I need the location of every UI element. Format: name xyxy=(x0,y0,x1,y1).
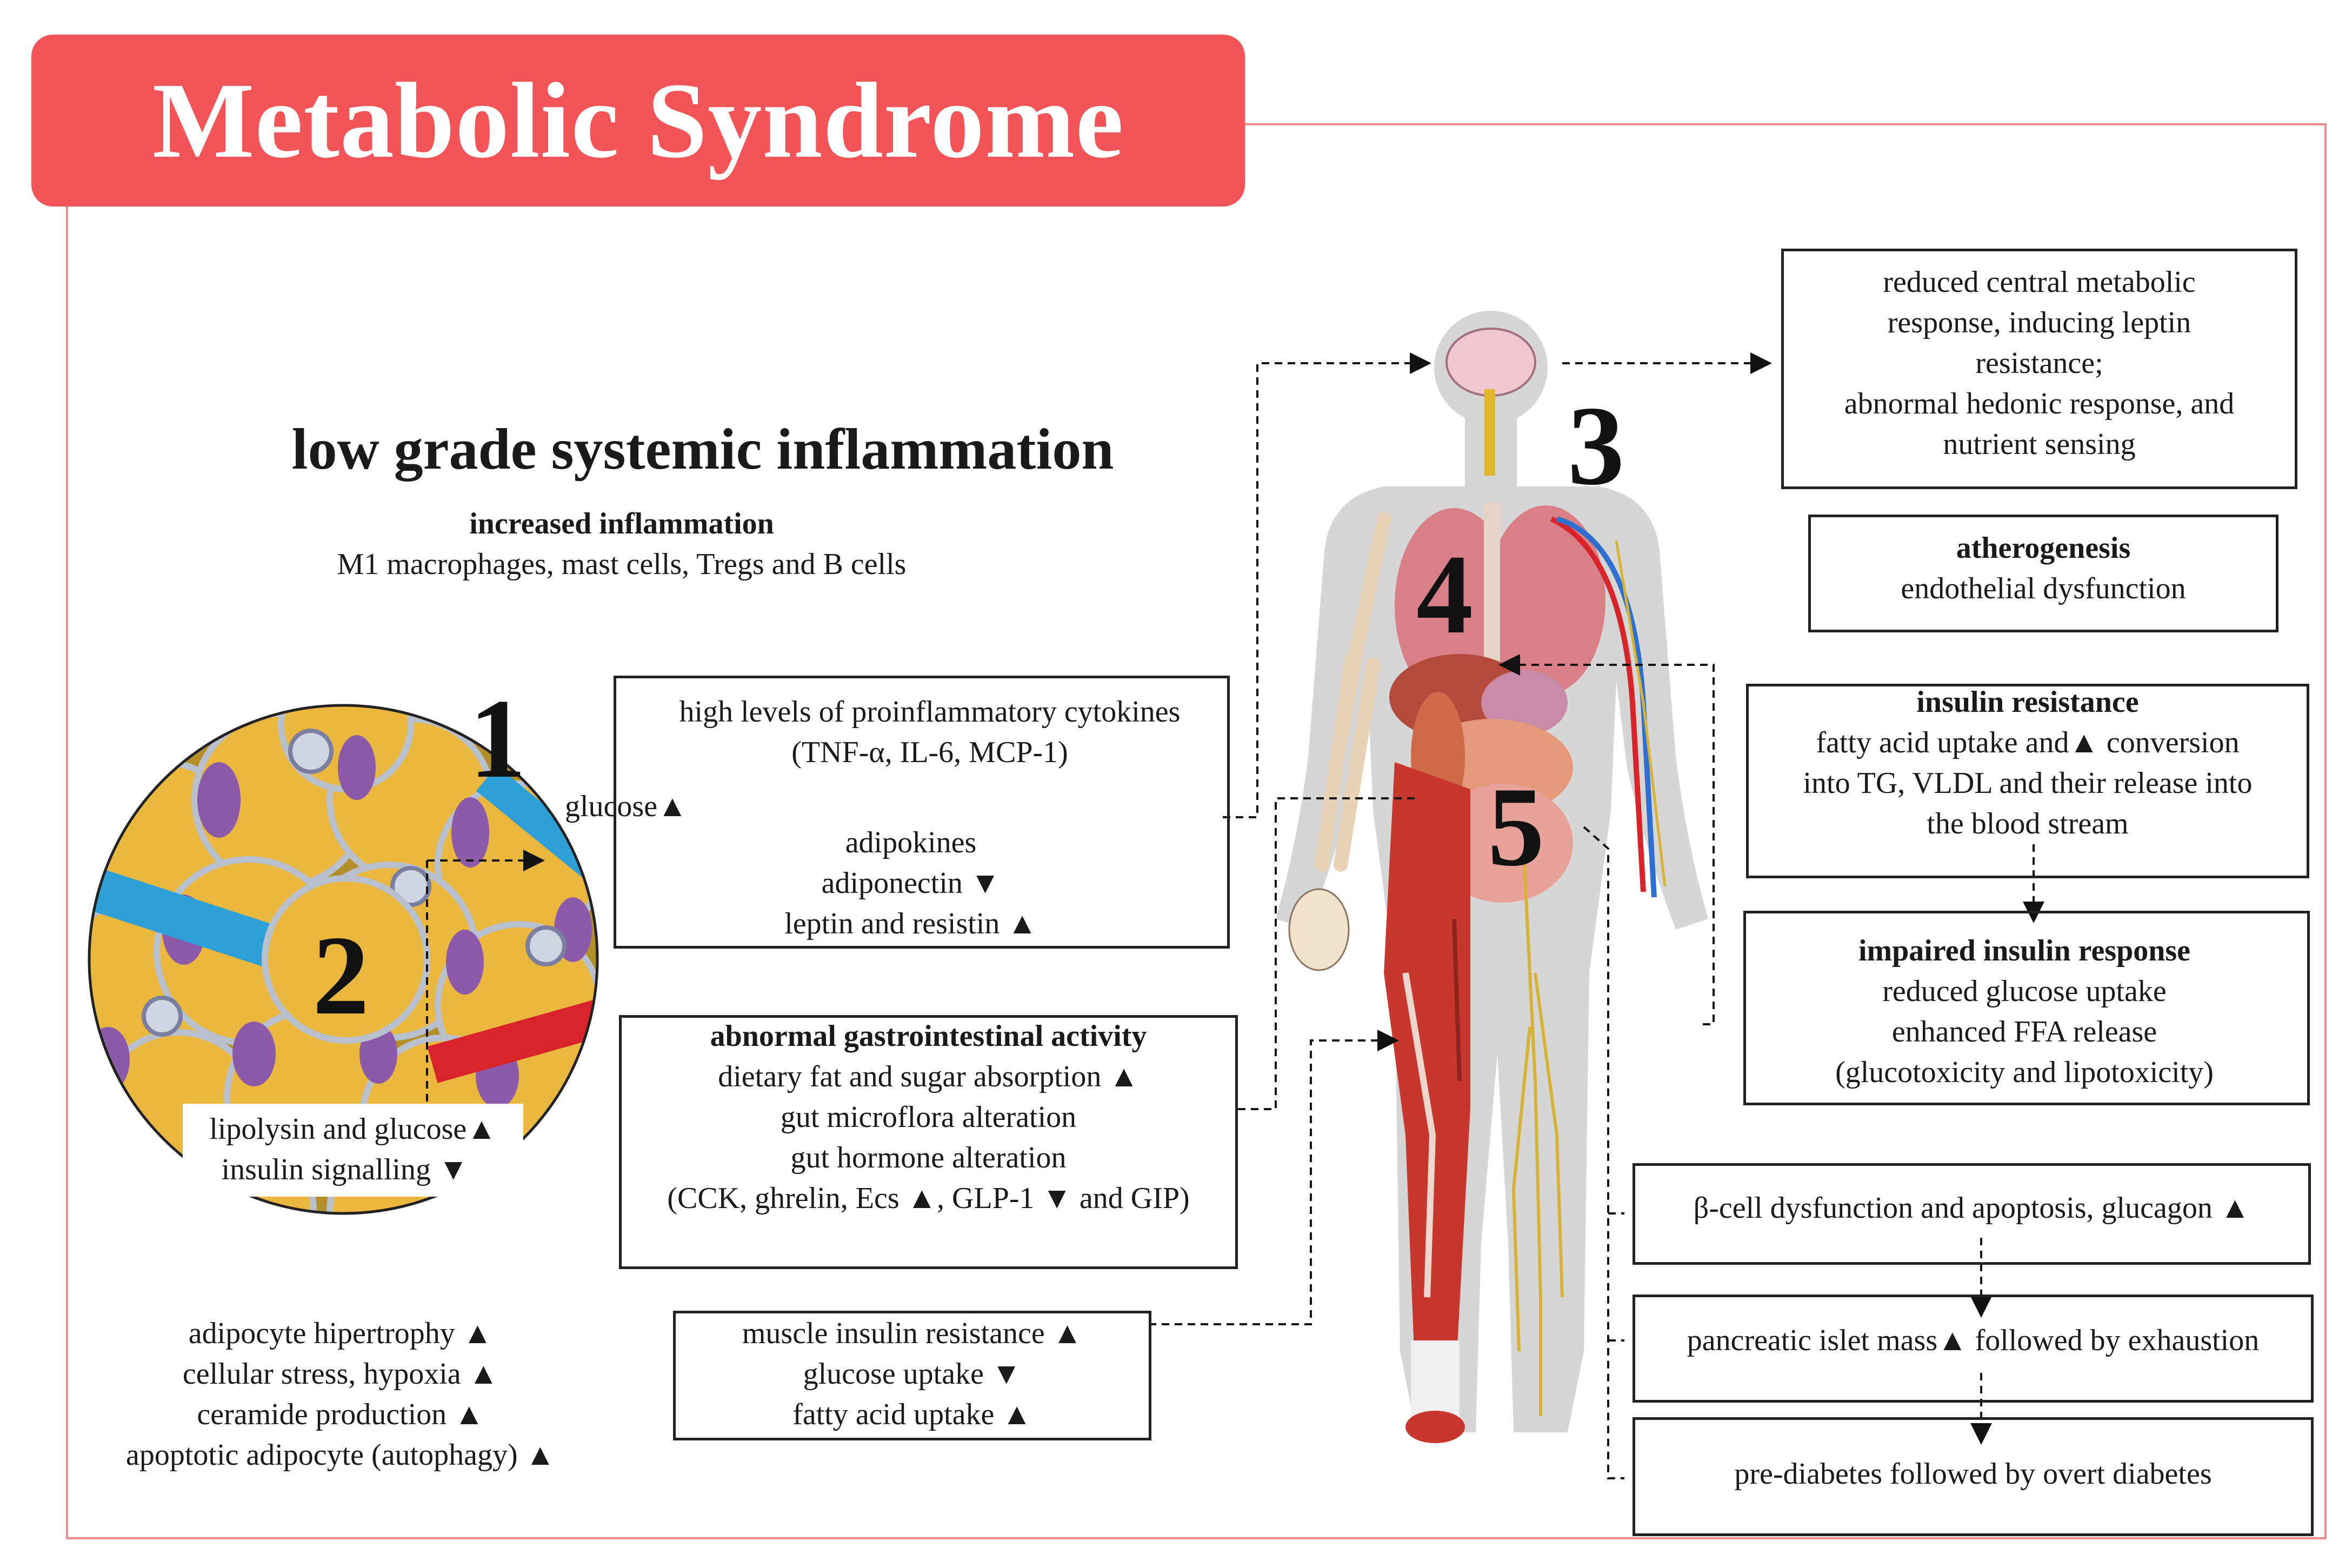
number-2: 2 xyxy=(312,913,369,1038)
muscle-bracket xyxy=(673,1311,1151,1440)
gi-line2: gut microflora alteration xyxy=(780,1100,1077,1134)
beta-cell-bracket xyxy=(1633,1163,2311,1265)
gi-bracket xyxy=(619,1015,1238,1269)
muscle-line3: fatty acid uptake ▲ xyxy=(792,1398,1032,1431)
brain-bracket xyxy=(1781,249,2297,489)
connector-lines xyxy=(426,352,2044,1479)
number-4: 4 xyxy=(1416,532,1473,657)
human-body-illustration xyxy=(1276,311,1708,1443)
brain-line3: resistance; xyxy=(1975,346,2103,380)
impaired-insulin-line2: enhanced FFA release xyxy=(1891,1015,2157,1049)
title-banner: Metabolic Syndrome xyxy=(31,35,1245,206)
number-3: 3 xyxy=(1568,383,1624,509)
gi-line3: gut hormone alteration xyxy=(790,1141,1067,1175)
islet-bracket xyxy=(1633,1295,2314,1403)
number-5: 5 xyxy=(1488,764,1544,890)
page-title: Metabolic Syndrome xyxy=(152,61,1124,181)
gi-title: abnormal gastrointestinal activity xyxy=(710,1019,1147,1053)
athero-title: atherogenesis xyxy=(1956,531,2131,565)
brain-line1: reduced central metabolic xyxy=(1883,265,2196,299)
brain-line4: abnormal hedonic response, and xyxy=(1844,387,2235,421)
brain-line5: nutrient sensing xyxy=(1943,428,2136,461)
insulin-resistance-line2: into TG, VLDL and their release into xyxy=(1803,766,2253,800)
diabetes-label: pre-diabetes followed by overt diabetes xyxy=(1734,1457,2212,1491)
adipose-label-box: lipolysin and glucose▲ insulin signallin… xyxy=(183,1104,523,1197)
impaired-insulin-line3: (glucotoxicity and lipotoxicity) xyxy=(1835,1056,2214,1089)
adipocyte-line1: adipocyte hipertrophy ▲ xyxy=(188,1317,493,1350)
inflammation-cells: M1 macrophages, mast cells, Tregs and B … xyxy=(337,548,907,581)
beta-cell-label: β-cell dysfunction and apoptosis, glucag… xyxy=(1693,1191,2250,1225)
impaired-insulin-title: impaired insulin response xyxy=(1858,934,2191,968)
islet-label: pancreatic islet mass▲ followed by exhau… xyxy=(1687,1324,2260,1357)
athero-bracket xyxy=(1808,515,2278,632)
cytokine-line1: high levels of proinflammatory cytokines xyxy=(679,695,1181,729)
gi-line4: (CCK, ghrelin, Ecs ▲, GLP-1 ▼ and GIP) xyxy=(667,1182,1190,1215)
adipokines-label: adipokines xyxy=(845,826,977,859)
impaired-insulin-bracket xyxy=(1743,911,2310,1105)
inflammation-title: increased inflammation xyxy=(469,507,774,541)
athero-line: endothelial dysfunction xyxy=(1901,572,2186,605)
adipocyte-line2: cellular stress, hypoxia ▲ xyxy=(182,1357,499,1391)
number-1: 1 xyxy=(469,676,526,802)
lipolysis-label: lipolysin and glucose▲ xyxy=(209,1112,497,1146)
brain-line2: response, inducing leptin xyxy=(1887,306,2191,339)
adiponectin-label: adiponectin ▼ xyxy=(821,866,1001,900)
insulin-resistance-bracket xyxy=(1746,684,2309,878)
adipocyte-line3: ceramide production ▲ xyxy=(197,1398,484,1431)
diabetes-bracket xyxy=(1633,1417,2314,1536)
impaired-insulin-line1: reduced glucose uptake xyxy=(1882,975,2167,1008)
gi-line1: dietary fat and sugar absorption ▲ xyxy=(718,1060,1139,1093)
insulin-resistance-title: insulin resistance xyxy=(1916,685,2139,719)
cytokine-bracket xyxy=(614,676,1230,949)
muscle-line2: glucose uptake ▼ xyxy=(803,1357,1022,1391)
leptin-label: leptin and resistin ▲ xyxy=(784,907,1037,940)
adipocyte-line4: apoptotic adipocyte (autophagy) ▲ xyxy=(125,1438,556,1472)
muscle-line1: muscle insulin resistance ▲ xyxy=(742,1317,1083,1350)
glucose-label: glucose▲ xyxy=(565,790,688,823)
insulin-resistance-line1: fatty acid uptake and▲ conversion xyxy=(1816,726,2240,759)
insulin-resistance-line3: the blood stream xyxy=(1927,807,2129,840)
cytokine-line2: (TNF-α, IL-6, MCP-1) xyxy=(791,736,1068,769)
insulin-signalling-label: insulin signalling ▼ xyxy=(221,1153,469,1186)
section-heading: low grade systemic inflammation xyxy=(291,417,1114,482)
